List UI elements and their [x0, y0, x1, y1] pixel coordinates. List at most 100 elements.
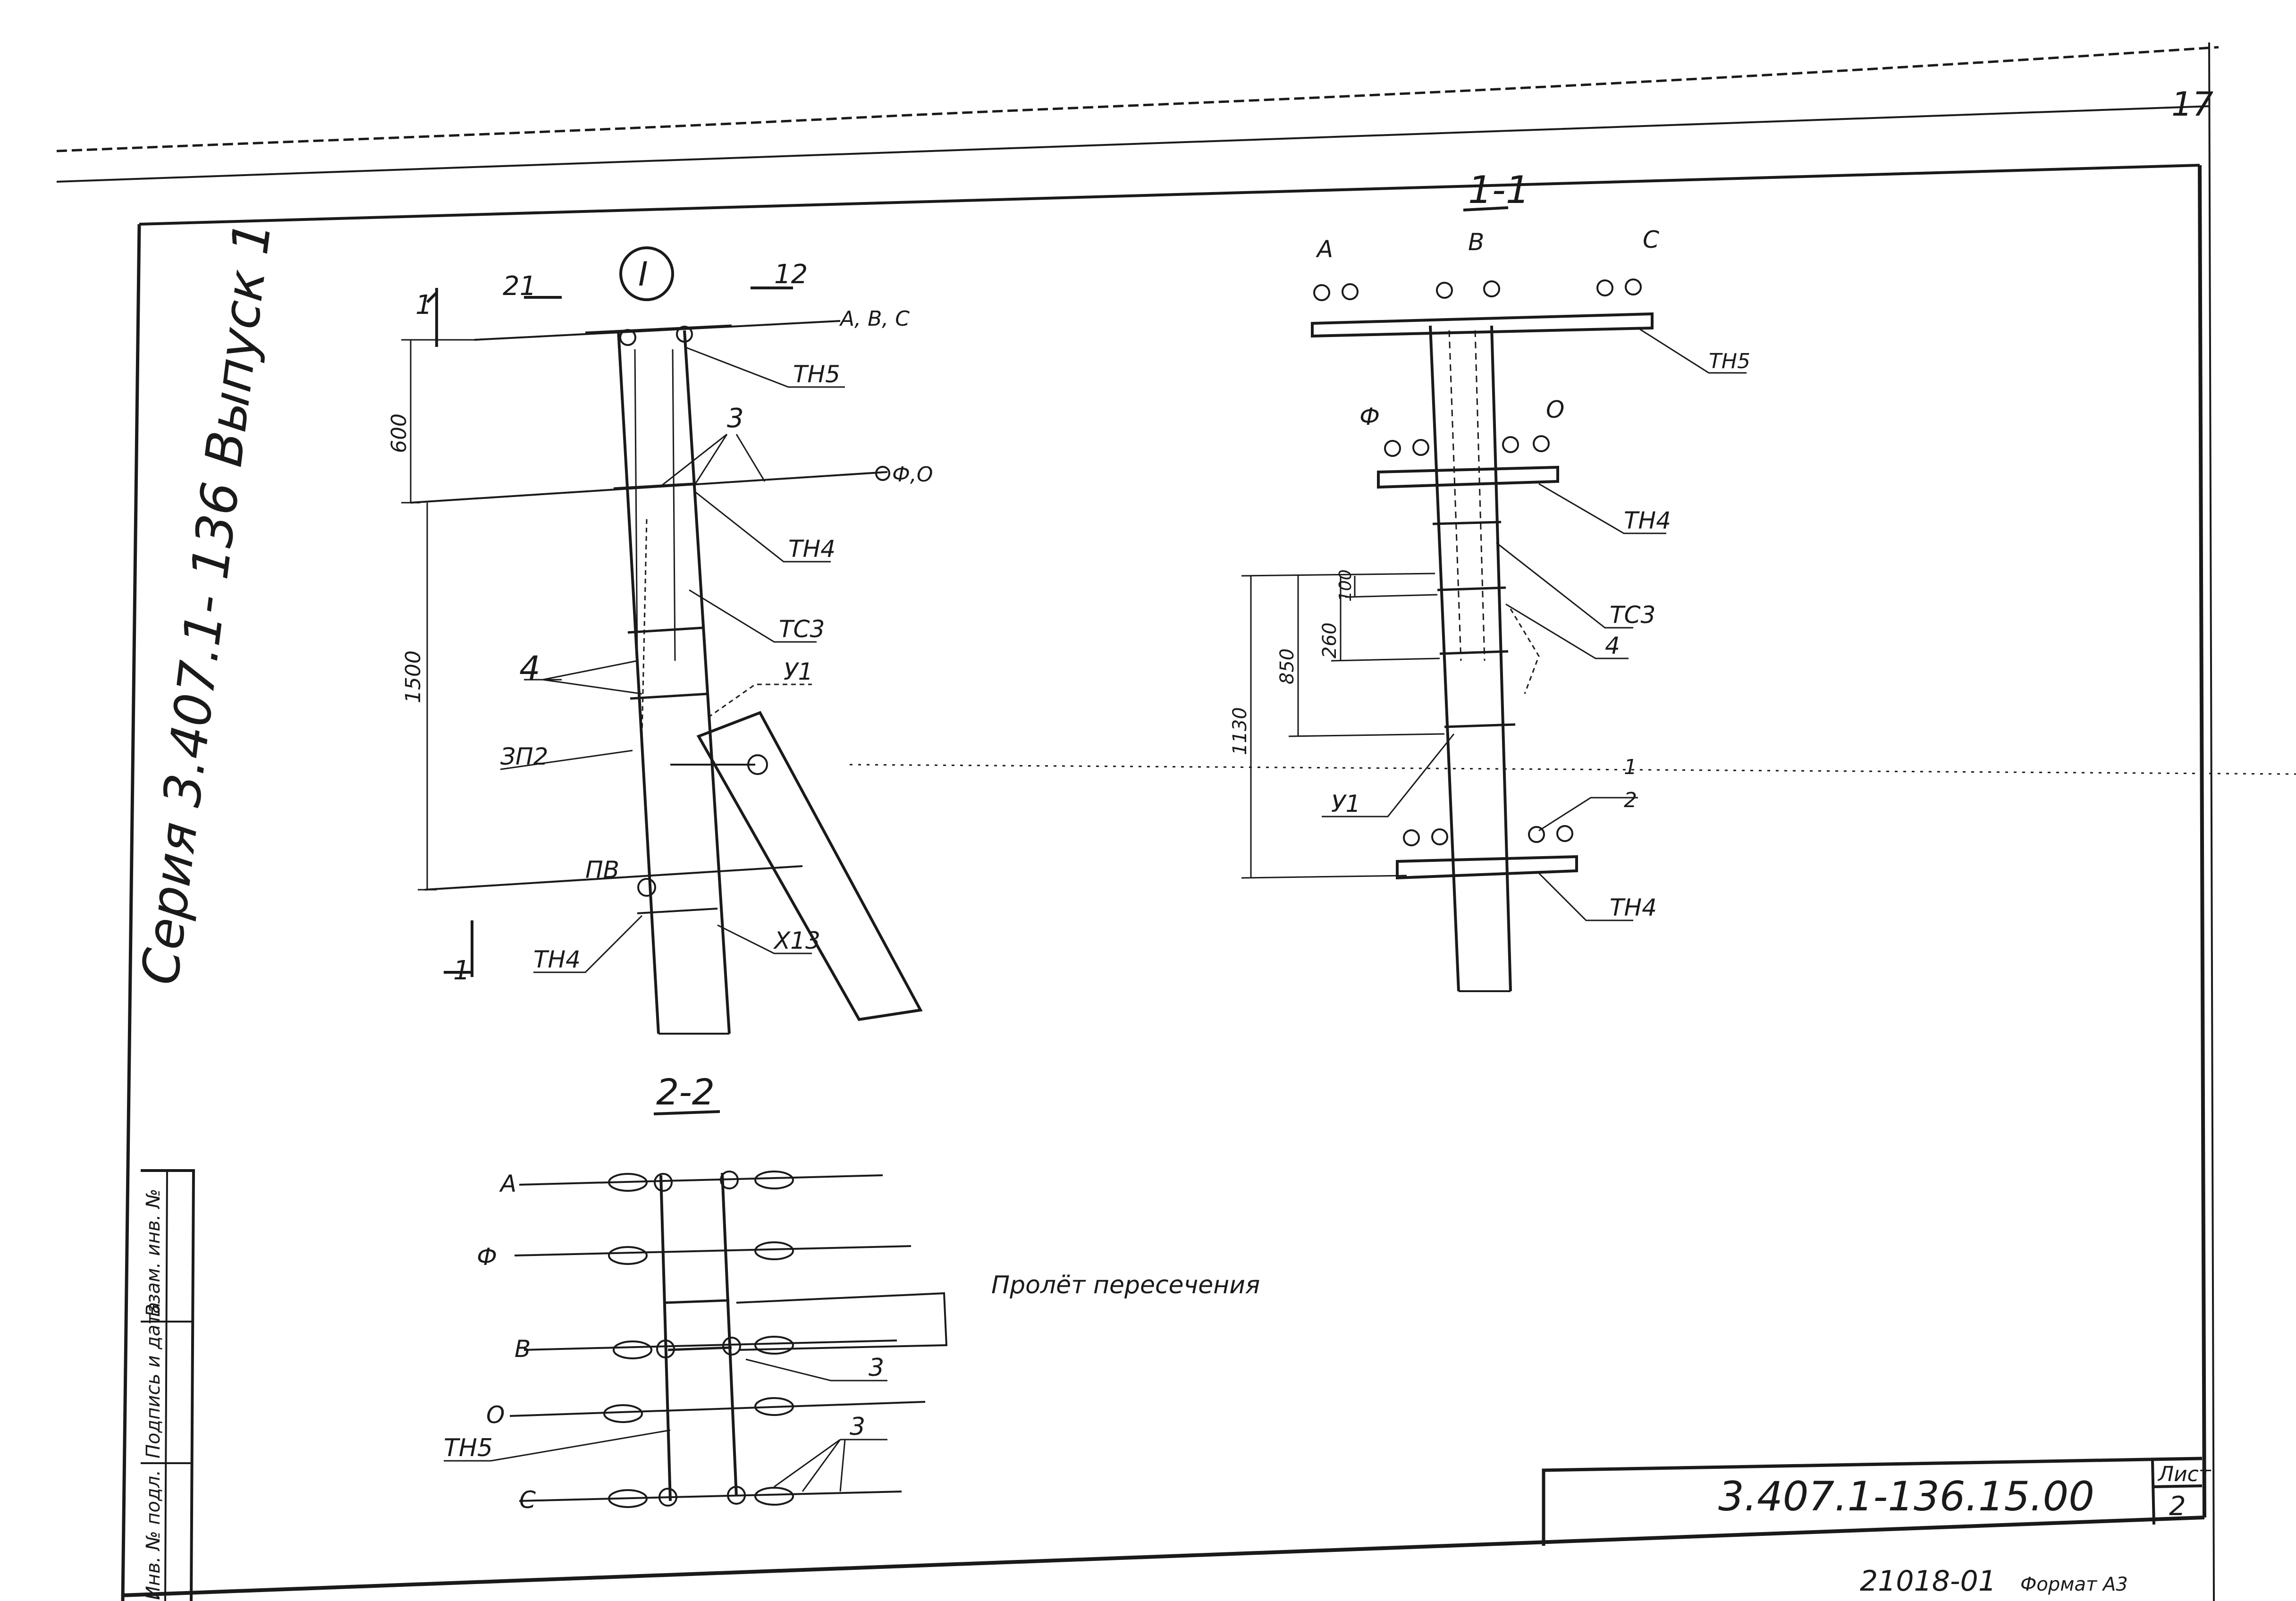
- loop-b-right: [754, 1336, 794, 1355]
- wire-label-f: Ф: [477, 1243, 497, 1271]
- section-1-1-view: 1-1 А В С ТН5 Ф О ТН4: [1229, 168, 1750, 992]
- crossing-span-box: [736, 1292, 948, 1351]
- insulator-f1: [1384, 440, 1401, 457]
- leader-tn5: [684, 346, 845, 388]
- cut-mark-top-label: 1: [415, 290, 432, 320]
- pole-2-2-braces: [665, 1299, 732, 1351]
- leader-3: [660, 433, 766, 487]
- dimension-850: [1288, 576, 1445, 737]
- label-2-2-3a: 3: [869, 1354, 884, 1382]
- pole-outline: [617, 330, 731, 1034]
- node-b-2: [722, 1337, 741, 1356]
- loop-b-left: [613, 1340, 652, 1359]
- document-code: 3.407.1-136.15.00: [1718, 1473, 2094, 1520]
- label-1-1-tn4: ТН4: [1624, 507, 1671, 534]
- leader-tn4-bottom: [533, 915, 643, 973]
- title-block: 3.407.1-136.15.00 Лист 2: [1542, 1457, 2212, 1546]
- dim-1130-label: 1130: [1229, 707, 1251, 755]
- bottom-wire-line: [424, 865, 803, 891]
- left-stamp: Инв. № подл. Подпись и дата Взам. инв. №: [141, 1169, 195, 1601]
- wire-row-a: [519, 1174, 883, 1186]
- inner-frame-left: [121, 224, 141, 1601]
- label-pv: ПВ: [585, 856, 619, 884]
- insulator-o1: [1502, 436, 1519, 453]
- loop-f-right: [754, 1241, 794, 1260]
- wire-row-c: [519, 1491, 902, 1502]
- clamps-1-1: [1432, 521, 1516, 728]
- wire-phases-mid: Ф,О: [892, 463, 933, 487]
- label-tn4-bottom: ТН4: [533, 946, 581, 973]
- leader-1-1-tn5: [1638, 327, 1747, 374]
- loop-o-left: [603, 1404, 643, 1423]
- crease-line: [849, 764, 2296, 775]
- dim-1500-label: 1500: [401, 650, 425, 703]
- outer-right-edge: [2208, 42, 2215, 1601]
- label-tn4: ТН4: [788, 535, 836, 563]
- label-2-2-tn5: ТН5: [444, 1434, 493, 1462]
- leader-1-1-tn4: [1538, 483, 1666, 534]
- node-a-2: [720, 1171, 739, 1189]
- leader-4: [524, 660, 642, 695]
- cut-2-right-label: 12: [774, 259, 808, 290]
- insulator-b1: [1436, 282, 1453, 299]
- loop-a-right: [754, 1171, 794, 1189]
- stamp-divider: [164, 1170, 168, 1601]
- cut-mark-bottom-label: 1: [453, 955, 470, 986]
- ground-wire-1-1: [1510, 608, 1540, 694]
- wire-label-a: А: [499, 1170, 516, 1197]
- loop-f-left: [608, 1246, 648, 1265]
- label-2-2-3b: 3: [850, 1413, 865, 1441]
- leader-1-1-u1: [1322, 733, 1455, 817]
- support-strut: [696, 711, 923, 1021]
- insulator-bottom: [637, 878, 656, 897]
- label-u1: У1: [784, 658, 813, 685]
- torn-top-edge: [56, 46, 2219, 152]
- leader-1-1-tn4-bottom: [1538, 872, 1633, 921]
- dimension-600: [401, 339, 477, 504]
- wire-label-b: В: [515, 1335, 531, 1363]
- insulator-bottom-2: [1431, 828, 1448, 845]
- label-zp2: ЗП2: [500, 743, 548, 770]
- inner-frame-bottom: [122, 1516, 2205, 1597]
- label-1-1-ts3: ТС3: [1610, 601, 1655, 629]
- view-marker-circle: [619, 246, 674, 301]
- pole-1-1-inner: [1448, 330, 1486, 661]
- inner-frame-right: [2198, 165, 2206, 1518]
- dimension-100: [1345, 576, 1438, 598]
- loop-a-left: [608, 1173, 648, 1192]
- node-a-1: [654, 1173, 673, 1192]
- node-b-1: [656, 1340, 675, 1358]
- pole-1-1-outline: [1429, 325, 1512, 992]
- section-2-2-view: 2-2 А Ф: [444, 1071, 1260, 1514]
- pole-inner-lines: [634, 349, 676, 661]
- insulators-top: [1313, 278, 1642, 301]
- stamp-inv-no: Инв. № подл.: [143, 1470, 164, 1600]
- loop-o-right: [754, 1397, 794, 1416]
- wire-loops: [603, 1171, 794, 1508]
- section-2-2-underline: [653, 1110, 720, 1115]
- insulator-c1: [1596, 279, 1613, 296]
- section-1-1-underline: [1463, 206, 1509, 211]
- phase-c-label: С: [1643, 226, 1659, 253]
- view-marker-label: I: [638, 255, 648, 294]
- dim-850-label: 850: [1276, 649, 1298, 684]
- leader-ts3: [689, 589, 817, 643]
- label-ts3: ТС3: [779, 615, 825, 643]
- label-1-1-1: 1: [1624, 755, 1637, 779]
- stamp-signature-date: Подпись и дата: [143, 1302, 164, 1458]
- corner-number: 17: [2171, 85, 2213, 124]
- cut-mark-bottom: [444, 920, 473, 977]
- label-1-1-4: 4: [1605, 632, 1620, 659]
- phase-o-label: О: [1546, 396, 1564, 423]
- top-border-line: [56, 105, 2210, 183]
- wire-row-o: [509, 1401, 926, 1417]
- crossarm-1-1-bottom: [1396, 855, 1578, 880]
- node-c-1: [658, 1488, 677, 1507]
- phase-f-label: Ф: [1359, 403, 1380, 430]
- insulator-a1: [1313, 284, 1330, 301]
- insulator-b2: [1483, 280, 1500, 297]
- label-1-1-2: 2: [1624, 788, 1637, 812]
- main-elevation-view: 600 1500 1 1 21 12 I А, В, С Ф,О ТН5 3 Т…: [387, 246, 933, 1035]
- title-block-outline: [1542, 1457, 2203, 1546]
